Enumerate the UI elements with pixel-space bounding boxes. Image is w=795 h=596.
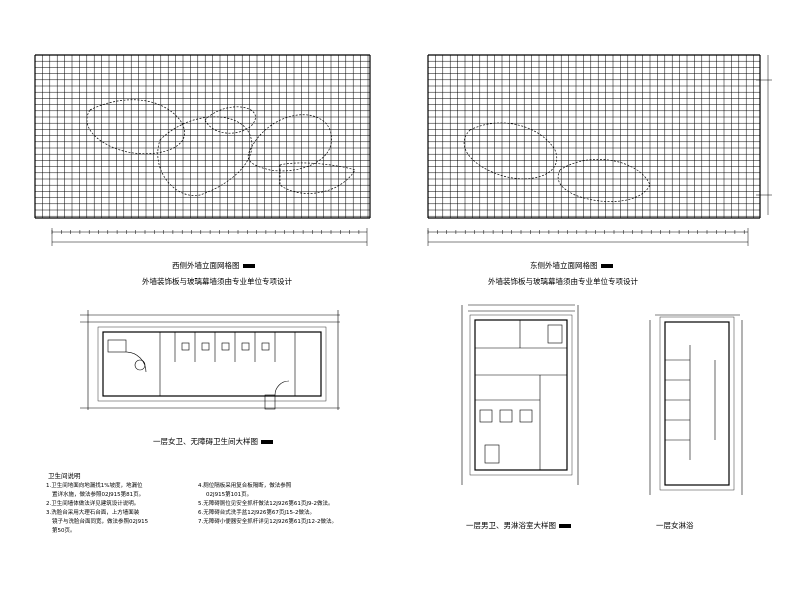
note-line: 2.卫生间墙体做法详见建筑设计说明。	[46, 501, 140, 507]
note-line: 5.无障碍厕位见安全抓杆做法12J926第61页J9-2做法。	[198, 501, 334, 507]
west-elevation-title: 西侧外墙立面网格图	[172, 262, 255, 270]
note-line: 7.无障碍小便器安全抓杆详见12J926第61页J12-2做法。	[198, 519, 337, 525]
east-vertical-dimension	[756, 55, 772, 215]
west-dimension-ticks	[51, 230, 360, 234]
note-line: 置详水施，做法参照02J915第81页。	[52, 492, 145, 498]
west-elevation-subtitle: 外墙装饰板与玻璃幕墙须由专业单位专项设计	[142, 278, 292, 286]
note-line: 3.洗脸台采用大理石台面，上方墙面装	[46, 510, 140, 516]
note-line: 4.厕位隔板采用复合板隔断，做法参照	[198, 483, 292, 489]
east-elevation-title-text: 东侧外墙立面网格图	[530, 261, 598, 270]
plan1-title: 一层女卫、无障碍卫生间大样图	[153, 438, 273, 446]
west-elevation-title-text: 西侧外墙立面网格图	[172, 261, 240, 270]
plan2-title-text: 一层男卫、男淋浴室大样图	[466, 521, 556, 530]
east-elevation-subtitle: 外墙装饰板与玻璃幕墙须由专业单位专项设计	[488, 278, 638, 286]
plan2-title: 一层男卫、男淋浴室大样图	[466, 522, 571, 530]
east-dimension-ticks	[427, 230, 745, 234]
notes-title: 卫生间说明	[48, 472, 81, 480]
west-facade-pattern	[86, 99, 356, 196]
plan1-title-text: 一层女卫、无障碍卫生间大样图	[153, 437, 258, 446]
west-elevation-grid	[34, 54, 371, 219]
east-elevation-grid	[427, 54, 761, 219]
east-dimension-line	[427, 228, 749, 246]
plan3-title: 一层女淋浴	[656, 522, 694, 530]
plan3-drawing	[649, 314, 743, 495]
east-facade-pattern	[463, 122, 651, 202]
east-elevation-subtitle-text: 外墙装饰板与玻璃幕墙须由专业单位专项设计	[488, 277, 638, 286]
east-elevation-title: 东侧外墙立面网格图	[530, 262, 613, 270]
note-line: 第50页。	[52, 528, 76, 534]
plan1-drawing	[80, 310, 340, 410]
plan3-title-text: 一层女淋浴	[656, 521, 694, 530]
note-line: 02J915第101页。	[206, 492, 253, 498]
note-line: 1.卫生间地面向地漏找1%坡度，地漏位	[46, 483, 143, 489]
west-dimension-line	[51, 228, 368, 246]
west-elevation-subtitle-text: 外墙装饰板与玻璃幕墙须由专业单位专项设计	[142, 277, 292, 286]
plan2-drawing	[461, 304, 579, 485]
note-line: 6.无障碍台式洗手盆12J926第67页J15-2做法。	[198, 510, 315, 516]
note-line: 镜子与洗脸台面同宽，做法参照02J915	[52, 519, 149, 525]
